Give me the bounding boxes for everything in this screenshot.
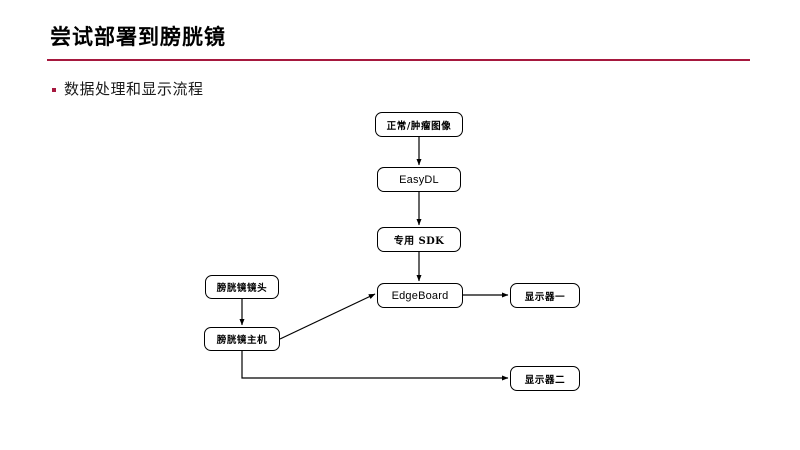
title-divider bbox=[47, 59, 750, 61]
edge-host-to-edgeboard bbox=[279, 293, 376, 340]
bullet-item: 数据处理和显示流程 bbox=[52, 80, 204, 100]
bullet-item-label: 数据处理和显示流程 bbox=[64, 81, 204, 98]
node-cystoscope-lens[interactable]: 膀胱镜镜头 bbox=[205, 275, 279, 299]
node-sdk[interactable]: 专用 SDK bbox=[377, 227, 461, 252]
edge-host-to-monitor-two bbox=[241, 351, 509, 381]
node-monitor-one[interactable]: 显示器一 bbox=[510, 283, 580, 308]
square-bullet-icon bbox=[52, 88, 56, 92]
node-edgeboard[interactable]: EdgeBoard bbox=[377, 283, 463, 308]
node-image-source[interactable]: 正常/肿瘤图像 bbox=[375, 112, 463, 137]
page-title: 尝试部署到膀胱镜 bbox=[50, 26, 226, 49]
node-easydl[interactable]: EasyDL bbox=[377, 167, 461, 192]
node-monitor-two[interactable]: 显示器二 bbox=[510, 366, 580, 391]
node-cystoscope-host[interactable]: 膀胱镜主机 bbox=[204, 327, 280, 351]
